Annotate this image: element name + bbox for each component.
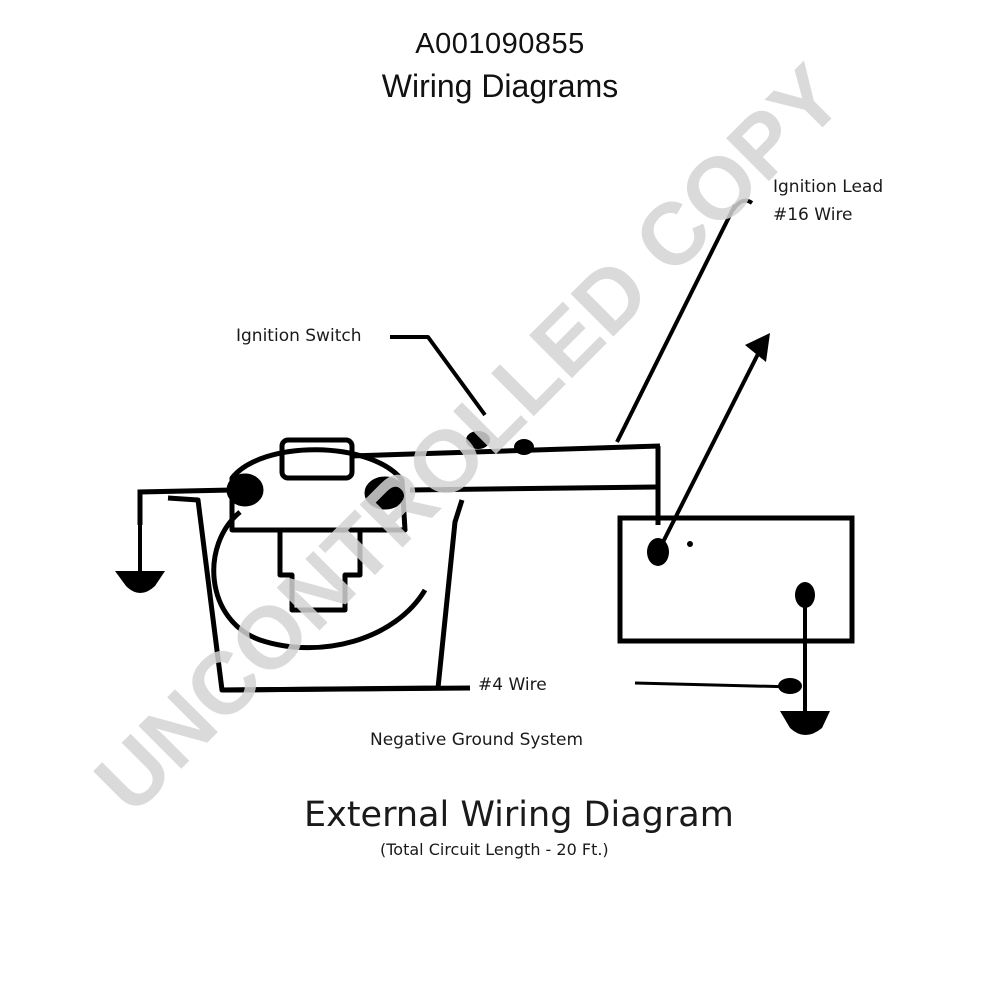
battery-body — [617, 515, 855, 644]
battery-positive-terminal — [647, 538, 669, 566]
alternator-ground-wire — [137, 487, 233, 525]
alternator-housing — [229, 447, 408, 533]
label-ignition-switch: Ignition Switch — [236, 326, 361, 346]
alternator-front-arc — [211, 510, 428, 651]
ignition-lead-wire — [615, 204, 737, 443]
part-number: A001090855 — [415, 28, 585, 60]
ignition-wiring — [349, 198, 754, 525]
wire-4-connector — [778, 678, 802, 694]
alternator-pulley — [277, 527, 363, 613]
alternator — [167, 437, 471, 693]
battery-positive-lead — [658, 349, 762, 549]
page-title: Wiring Diagrams — [381, 68, 619, 104]
ignition-switch-connector — [466, 431, 490, 449]
wire-4-line — [634, 681, 796, 689]
terminal-lug-left — [226, 473, 264, 507]
ignition-switch-leader — [390, 335, 487, 417]
label-4-wire: #4 Wire — [478, 675, 547, 695]
watermark: UNCONTROLLED COPY — [76, 46, 862, 832]
battery — [617, 333, 855, 644]
label-ignition-lead: Ignition Lead — [773, 177, 883, 197]
wire-bus-bottom — [409, 484, 658, 493]
arrow-head-icon — [745, 333, 770, 362]
alternator-top-cap — [279, 437, 355, 481]
terminal-lug-right — [364, 476, 406, 510]
battery-positive-mark — [687, 541, 693, 547]
alternator-base-line — [221, 685, 471, 693]
diagram-title: External Wiring Diagram — [304, 795, 734, 835]
battery-ground — [634, 595, 830, 735]
ground-symbol-icon — [780, 711, 830, 735]
ignition-lead-end — [731, 198, 754, 212]
ground-symbol-icon — [115, 571, 165, 593]
wire-bus-top — [349, 443, 661, 459]
label-negative-ground: Negative Ground System — [370, 730, 583, 750]
alternator-ground — [115, 487, 233, 593]
label-16-wire: #16 Wire — [773, 205, 853, 225]
circuit-length-note: (Total Circuit Length - 20 Ft.) — [380, 840, 609, 859]
